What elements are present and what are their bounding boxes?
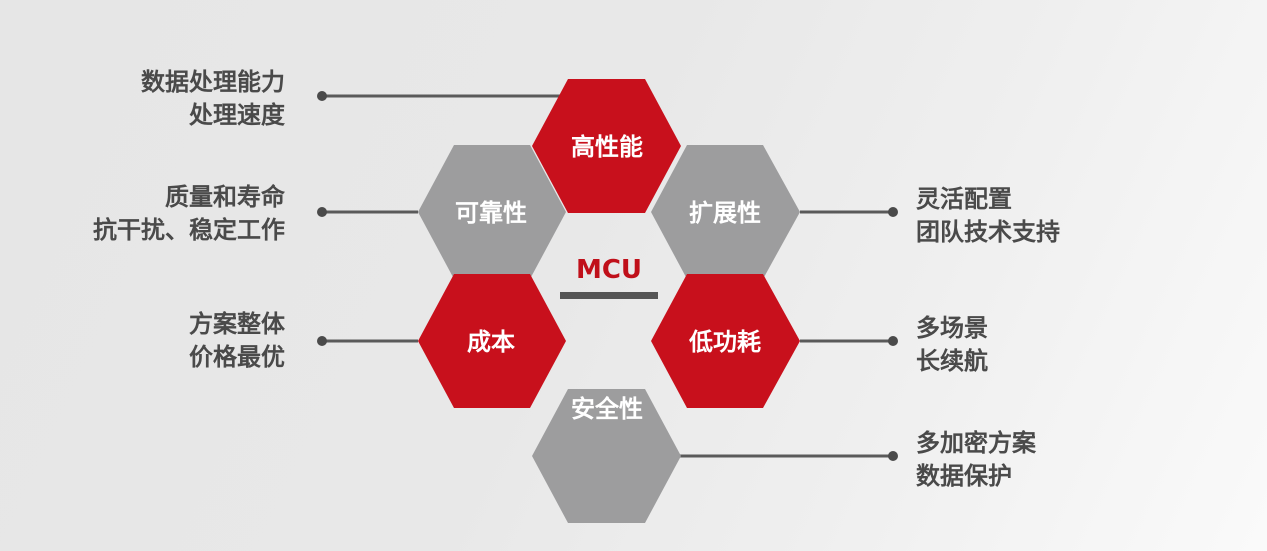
connector-dot-power xyxy=(888,336,898,346)
callout-security-line1: 多加密方案 xyxy=(916,429,1036,457)
callout-cost-line1: 方案整体 xyxy=(189,310,285,338)
callout-performance: 数据处理能力 处理速度 xyxy=(141,66,285,132)
callout-scalability: 灵活配置 团队技术支持 xyxy=(916,183,1060,249)
connector-dot-cost xyxy=(317,336,327,346)
connector-dot-scalability xyxy=(888,207,898,217)
callout-scalability-line1: 灵活配置 xyxy=(916,185,1012,213)
hexagon-reliability-label: 可靠性 xyxy=(455,199,527,227)
hexagon-scalability xyxy=(651,145,800,279)
hexagon-security-label: 安全性 xyxy=(571,395,643,423)
callout-reliability-line2: 抗干扰、稳定工作 xyxy=(93,216,285,244)
callout-reliability-line1: 质量和寿命 xyxy=(165,183,285,211)
callout-reliability: 质量和寿命 抗干扰、稳定工作 xyxy=(93,181,285,247)
callout-power-line2: 长续航 xyxy=(916,347,988,375)
callout-performance-line1: 数据处理能力 xyxy=(141,68,285,96)
hexagon-power xyxy=(651,274,800,408)
hexagon-performance xyxy=(532,79,681,213)
hexagon-security xyxy=(532,389,681,523)
hexagon-cost xyxy=(418,274,566,408)
hexagon-cost-label: 成本 xyxy=(467,328,515,356)
hexagon-scalability-label: 扩展性 xyxy=(689,199,761,227)
center-title: MCU xyxy=(576,255,642,285)
callout-security-line2: 数据保护 xyxy=(916,462,1012,490)
connector-dot-security xyxy=(888,451,898,461)
connector-dot-reliability xyxy=(317,207,327,217)
callout-security: 多加密方案 数据保护 xyxy=(916,427,1036,493)
callout-cost-line2: 价格最优 xyxy=(189,343,285,371)
hexagon-reliability xyxy=(418,145,566,279)
callout-cost: 方案整体 价格最优 xyxy=(189,308,285,374)
callout-performance-line2: 处理速度 xyxy=(189,101,285,129)
callout-power-line1: 多场景 xyxy=(916,314,988,342)
connector-lines xyxy=(317,91,898,461)
connector-dot-performance xyxy=(317,91,327,101)
center-underline xyxy=(560,292,658,299)
callout-scalability-line2: 团队技术支持 xyxy=(916,218,1060,246)
hexagon-performance-label: 高性能 xyxy=(571,133,643,161)
hexagon-power-label: 低功耗 xyxy=(688,328,761,356)
callout-power: 多场景 长续航 xyxy=(916,312,988,378)
